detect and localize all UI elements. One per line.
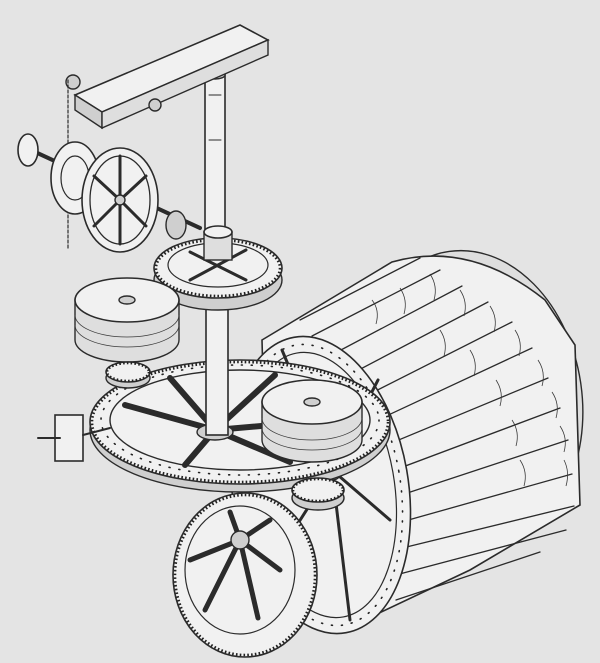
tentering-bracket bbox=[37, 414, 111, 462]
layshaft-assembly bbox=[17, 133, 202, 253]
upright-shaft bbox=[204, 69, 229, 436]
top-beam bbox=[65, 24, 270, 251]
spur-wheel-lower bbox=[172, 492, 318, 658]
millstone-right-pinion bbox=[291, 477, 345, 511]
layshaft-bevel bbox=[165, 210, 187, 240]
millstone-left-pinion bbox=[105, 361, 151, 389]
millstone-right bbox=[261, 379, 363, 463]
spur-wheel-lower-hub bbox=[230, 530, 250, 550]
crown-wheel bbox=[153, 225, 283, 311]
millstone-left bbox=[74, 277, 180, 363]
water-wheel-bucket-lips bbox=[371, 273, 568, 487]
sack-hoist-pulley bbox=[65, 74, 81, 90]
